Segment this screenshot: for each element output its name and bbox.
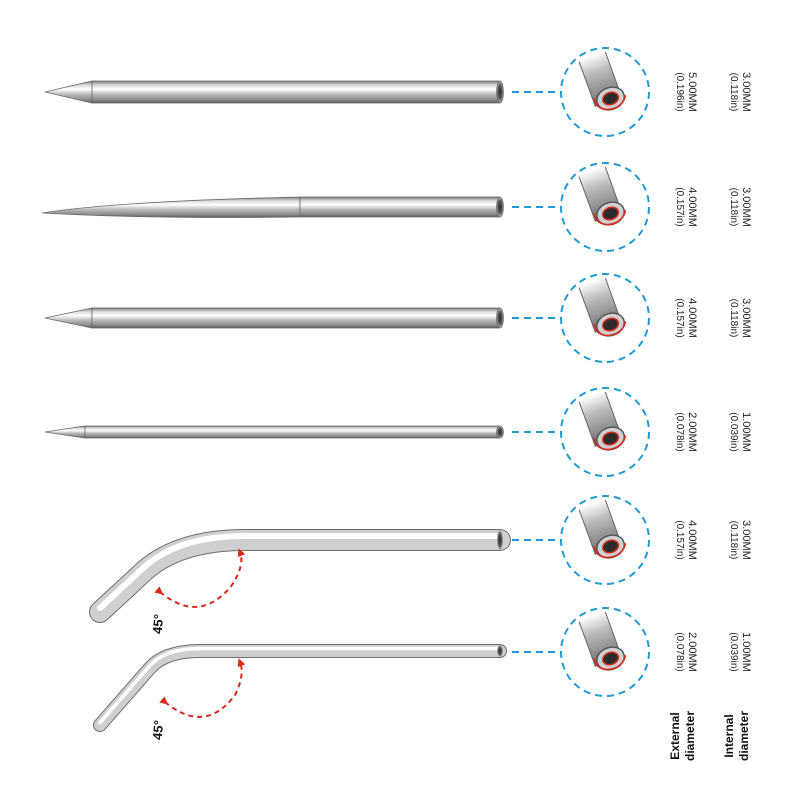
internal-diameter-value-inch: (0.118in)	[728, 187, 740, 227]
external-diameter-value-inch: (0.157in)	[674, 187, 686, 227]
needle-cone-tip	[44, 80, 93, 104]
external-diameter-value: 4.00MM(0.157in)	[674, 187, 698, 227]
external-diameter-value-mm: 5.00MM	[686, 72, 699, 112]
internal-diameter-label: Internal diameter	[722, 711, 752, 761]
needle-row	[41, 162, 650, 252]
needle-body	[84, 425, 501, 439]
external-diameter-value-inch: (0.078in)	[674, 632, 686, 672]
internal-diameter-value: 1.00MM(0.039in)	[728, 412, 752, 452]
external-diameter-value-inch: (0.157in)	[674, 520, 686, 560]
needle-row	[44, 387, 650, 477]
internal-diameter-value-mm: 3.00MM	[740, 187, 753, 227]
needle-body	[94, 645, 506, 731]
external-diameter-value: 4.00MM(0.157in)	[674, 520, 698, 560]
external-diameter-line2: diameter	[683, 710, 697, 762]
internal-diameter-value-inch: (0.118in)	[728, 520, 740, 560]
external-diameter-value-inch: (0.078in)	[674, 412, 686, 452]
internal-diameter-value-inch: (0.039in)	[728, 632, 740, 672]
needle-open-end	[497, 645, 503, 657]
internal-diameter-line2: diameter	[737, 710, 751, 762]
external-diameter-value-mm: 4.00MM	[686, 187, 699, 227]
internal-diameter-value-inch: (0.118in)	[728, 72, 740, 112]
external-diameter-value: 2.00MM(0.078in)	[674, 632, 698, 672]
needle-row	[44, 47, 650, 137]
internal-diameter-value-mm: 3.00MM	[740, 520, 753, 560]
needle-highlight	[98, 646, 502, 725]
internal-diameter-value: 3.00MM(0.118in)	[728, 187, 752, 227]
magnifier-circle	[560, 162, 650, 252]
angle-arrow	[159, 658, 246, 718]
external-diameter-value-inch: (0.196in)	[674, 72, 686, 112]
external-diameter-value: 5.00MM(0.196in)	[674, 72, 698, 112]
needle-row	[89, 495, 650, 623]
magnifier-circle	[560, 387, 650, 477]
internal-diameter-value-mm: 1.00MM	[740, 632, 753, 672]
needle-body	[299, 196, 501, 218]
external-diameter-value-inch: (0.157in)	[674, 298, 686, 338]
needle-highlight	[97, 533, 503, 611]
angle-label: 45°	[149, 719, 167, 741]
magnifier-circle	[560, 607, 650, 697]
needle-row	[44, 273, 650, 363]
angle-arrow	[154, 548, 246, 608]
internal-diameter-line1: Internal	[722, 714, 736, 758]
needle-open-end	[496, 80, 504, 104]
needle-open-end	[496, 196, 504, 218]
magnifier-circle	[560, 47, 650, 137]
needle-cone-tip	[44, 307, 93, 329]
needle-row	[93, 607, 650, 732]
external-diameter-value-mm: 4.00MM	[686, 298, 699, 338]
magnifier-circle	[560, 495, 650, 585]
internal-diameter-value-mm: 3.00MM	[740, 298, 753, 338]
internal-diameter-value-mm: 3.00MM	[740, 72, 753, 112]
needle-cone-tip	[44, 425, 86, 439]
needle-body	[91, 80, 501, 104]
external-diameter-label: External diameter	[668, 711, 698, 761]
external-diameter-value-mm: 4.00MM	[686, 520, 699, 560]
needle-open-end	[497, 530, 503, 550]
internal-diameter-value: 3.00MM(0.118in)	[728, 520, 752, 560]
internal-diameter-value-inch: (0.118in)	[728, 298, 740, 338]
internal-diameter-value-mm: 1.00MM	[740, 412, 753, 452]
needle-open-end	[496, 425, 504, 439]
magnifier-circle	[560, 273, 650, 363]
needle-body	[91, 307, 501, 329]
external-diameter-value: 4.00MM(0.157in)	[674, 298, 698, 338]
internal-diameter-value-inch: (0.039in)	[728, 412, 740, 452]
external-diameter-value-mm: 2.00MM	[686, 632, 699, 672]
internal-diameter-value: 3.00MM(0.118in)	[728, 298, 752, 338]
angle-label: 45°	[149, 613, 167, 635]
internal-diameter-value: 1.00MM(0.039in)	[728, 632, 752, 672]
internal-diameter-value: 3.00MM(0.118in)	[728, 72, 752, 112]
external-diameter-value: 2.00MM(0.078in)	[674, 412, 698, 452]
external-diameter-value-mm: 2.00MM	[686, 412, 699, 452]
needle-open-end	[496, 307, 504, 329]
needle-blade-tip	[41, 196, 301, 218]
external-diameter-line1: External	[668, 712, 682, 760]
